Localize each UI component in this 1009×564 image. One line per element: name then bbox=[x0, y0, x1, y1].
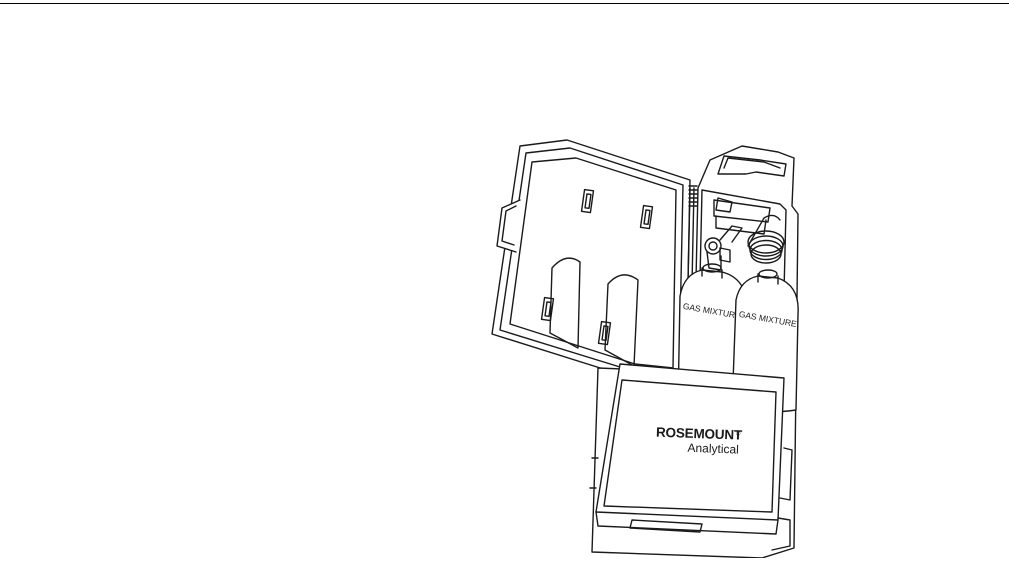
brand-registered-mark: ® bbox=[736, 430, 741, 437]
calibration-kit-drawing: GAS MIXTURE GAS MIXTURE ROSEMOUNT ® Anal… bbox=[480, 128, 800, 558]
header-rule bbox=[0, 3, 1009, 4]
brand-subtitle: Analytical bbox=[687, 441, 739, 457]
brand-name: ROSEMOUNT bbox=[656, 425, 743, 443]
calibration-kit-illustration: GAS MIXTURE GAS MIXTURE ROSEMOUNT ® Anal… bbox=[480, 128, 800, 558]
case-lid bbox=[492, 140, 690, 383]
